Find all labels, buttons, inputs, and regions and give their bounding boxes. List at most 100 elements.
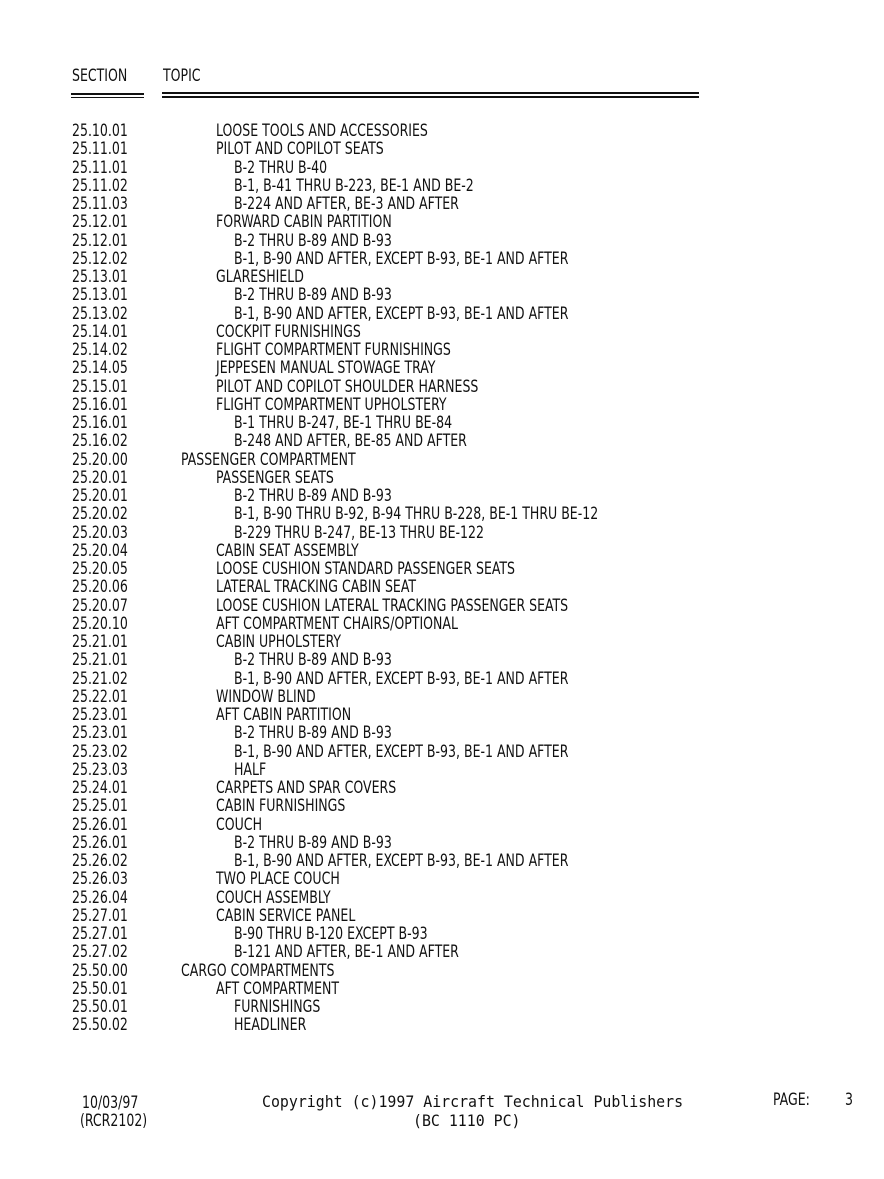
topic-title: B-1 THRU B-247, BE-1 THRU BE-84 [234,413,453,433]
section-header-rule-lower [71,97,144,98]
topic-title: B-1, B-90 AND AFTER, EXCEPT B-93, BE-1 A… [234,668,569,689]
section-number: 25.15.01 [72,376,128,397]
topic-header-rule [162,92,699,94]
topic-title: B-1, B-90 AND AFTER, EXCEPT B-93, BE-1 A… [234,741,569,762]
section-number: 25.20.06 [72,577,128,598]
topic-title: B-1, B-90 THRU B-92, B-94 THRU B-228, BE… [234,504,599,525]
topic-title: B-121 AND AFTER, BE-1 AND AFTER [234,942,459,963]
topic-title: GLARESHIELD [216,267,304,287]
topic-title: WINDOW BLIND [216,686,316,707]
topic-title: AFT CABIN PARTITION [216,705,352,725]
list-item: 25.23.01 AFT CABIN PARTITION [0,706,884,724]
topic-title: B-1, B-41 THRU B-223, BE-1 AND BE-2 [234,175,474,196]
topic-title: B-1, B-90 AND AFTER, EXCEPT B-93, BE-1 A… [234,303,569,324]
topic-title: LOOSE CUSHION STANDARD PASSENGER SEATS [216,559,516,579]
footer-page-label: PAGE: [773,1090,810,1110]
section-number: 25.11.03 [72,194,128,214]
topic-title: LATERAL TRACKING CABIN SEAT [216,577,417,598]
topic-title: TWO PLACE COUCH [216,869,340,890]
topic-title: B-2 THRU B-40 [234,157,328,178]
section-number: 25.20.07 [72,595,128,616]
section-number: 25.11.01 [72,157,128,178]
list-item: 25.20.06 LATERAL TRACKING CABIN SEAT [0,578,884,596]
topic-title: PASSENGER COMPARTMENT [181,449,356,470]
section-number: 25.20.03 [72,522,128,543]
section-number: 25.27.02 [72,942,128,963]
section-number: 25.13.02 [72,303,128,324]
footer-model: (BC 1110 PC) [413,1111,521,1130]
topic-title: CARPETS AND SPAR COVERS [216,778,397,798]
section-number: 25.26.01 [72,814,128,835]
topic-title: B-1, B-90 AND AFTER, EXCEPT B-93, BE-1 A… [234,851,569,871]
topic-title: CABIN UPHOLSTERY [216,632,342,652]
section-number: 25.20.05 [72,559,128,579]
topic-title: FORWARD CABIN PARTITION [216,212,392,233]
list-item: 25.15.01 PILOT AND COPILOT SHOULDER HARNE… [0,378,884,396]
section-number: 25.10.01 [72,121,128,141]
topic-header-rule-lower [162,96,699,98]
footer-page-number: 3 [845,1090,853,1110]
topic-title: FLIGHT COMPARTMENT UPHOLSTERY [216,394,447,415]
topic-title: B-90 THRU B-120 EXCEPT B-93 [234,924,428,944]
section-number: 25.14.01 [72,321,128,342]
section-number: 25.13.01 [72,285,128,306]
topic-title: B-229 THRU B-247, BE-13 THRU BE-122 [234,522,484,543]
list-item: 25.20.07 LOOSE CUSHION LATERAL TRACKING P… [0,597,884,615]
section-number: 25.25.01 [72,796,128,817]
topic-title: LOOSE TOOLS AND ACCESSORIES [216,121,428,141]
topic-title: PILOT AND COPILOT SEATS [216,139,384,160]
topic-title: CABIN SERVICE PANEL [216,905,356,926]
section-number: 25.26.04 [72,887,128,908]
section-number: 25.23.02 [72,741,128,762]
list-item: 25.20.03 B-229 THRU B-247, BE-13 THRU BE-… [0,524,884,542]
topic-title: JEPPESEN MANUAL STOWAGE TRAY [216,358,436,379]
topic-title: LOOSE CUSHION LATERAL TRACKING PASSENGER… [216,595,569,616]
section-number: 25.50.02 [72,1015,128,1036]
topic-title: AFT COMPARTMENT [216,978,340,999]
list-item: 25.16.01 B-1 THRU B-247, BE-1 THRU BE-84 [0,414,884,432]
section-number: 25.50.01 [72,997,128,1017]
topic-title: CABIN SEAT ASSEMBLY [216,540,359,561]
topic-title: B-248 AND AFTER, BE-85 AND AFTER [234,431,467,452]
topic-title: B-2 THRU B-89 AND B-93 [234,230,392,251]
section-number: 25.16.01 [72,413,128,433]
topic-title: B-2 THRU B-89 AND B-93 [234,832,392,853]
section-number: 25.13.01 [72,267,128,287]
list-item: 25.20.00 PASSENGER COMPARTMENT [0,451,884,469]
topic-title: B-1, B-90 AND AFTER, EXCEPT B-93, BE-1 A… [234,248,569,269]
section-number: 25.20.00 [72,449,128,470]
section-number: 25.20.10 [72,613,128,634]
section-number: 25.14.02 [72,340,128,360]
section-number: 25.27.01 [72,905,128,926]
topic-title: PILOT AND COPILOT SHOULDER HARNESS [216,376,479,397]
footer-doc-code: (RCR2102) [80,1111,148,1131]
list-item: 25.27.01 CABIN SERVICE PANEL [0,907,884,925]
footer-copyright: Copyright (c)1997 Aircraft Technical Pub… [262,1092,684,1111]
list-item: 25.13.02 B-1, B-90 AND AFTER, EXCEPT B-93… [0,305,884,323]
section-number: 25.20.02 [72,504,128,525]
section-number: 25.23.01 [72,705,128,725]
